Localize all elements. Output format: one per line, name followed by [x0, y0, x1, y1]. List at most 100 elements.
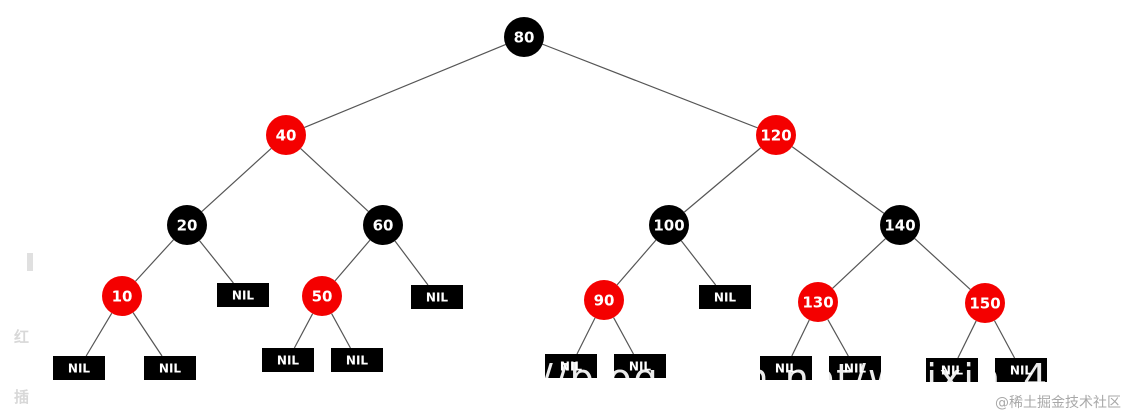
edge-n60-n50 — [334, 239, 371, 282]
nil-leaf-node: NIL — [614, 354, 666, 378]
tree-node-150: 150 — [965, 283, 1005, 323]
tree-node-80: 80 — [504, 17, 544, 57]
nil-box — [262, 348, 314, 372]
tree-node-90: 90 — [584, 280, 624, 320]
node-label: 120 — [760, 127, 791, 145]
nil-leaf-node: NIL — [331, 348, 383, 372]
black-node-circle — [363, 205, 403, 245]
nil-leaf-node: NIL — [829, 356, 881, 380]
edge-n100-n90 — [616, 239, 657, 286]
node-label: 140 — [884, 217, 915, 235]
edge-n90-nil8 — [576, 317, 596, 355]
node-label: 50 — [312, 288, 333, 306]
black-node-circle — [167, 205, 207, 245]
edge-n120-n100 — [683, 147, 762, 213]
edge-n130-nil10 — [791, 319, 810, 357]
nil-leaf-node: NIL — [144, 356, 196, 380]
node-label: NIL — [629, 360, 652, 374]
edge-n130-nil11 — [827, 319, 849, 357]
edge-n40-n60 — [300, 148, 369, 212]
tree-node-60: 60 — [363, 205, 403, 245]
edge-n80-n40 — [304, 44, 506, 128]
nil-leaf-node: NIL — [926, 358, 978, 382]
edge-n90-nil9 — [613, 317, 634, 355]
edge-n50-nil6 — [293, 313, 314, 349]
node-label: 150 — [969, 295, 1000, 313]
edge-n10-nil4 — [85, 312, 113, 357]
node-label: 60 — [373, 217, 394, 235]
node-label: NIL — [426, 291, 449, 305]
watermark-url: //blog.csdn.net/weixin_43501 — [540, 356, 1129, 400]
node-label: 130 — [802, 294, 833, 312]
nil-leaf-node: NIL — [995, 358, 1047, 382]
side-text-mark-2: 插 — [14, 388, 30, 406]
nil-box — [144, 356, 196, 380]
tree-node-130: 130 — [798, 282, 838, 322]
node-label: NIL — [1010, 364, 1033, 378]
node-label: 100 — [653, 217, 684, 235]
node-label: NIL — [159, 362, 182, 376]
tree-edges — [85, 43, 1016, 359]
nil-box — [411, 285, 463, 309]
nil-box — [331, 348, 383, 372]
edge-n10-nil5 — [132, 312, 163, 357]
edge-n140-n150 — [914, 238, 971, 290]
node-label: 40 — [276, 127, 297, 145]
side-text-mark-1: 红 — [14, 328, 30, 346]
red-node-circle — [756, 115, 796, 155]
node-label: NIL — [277, 354, 300, 368]
tree-node-40: 40 — [266, 115, 306, 155]
nil-leaf-node: NIL — [53, 356, 105, 380]
red-node-circle — [584, 280, 624, 320]
nil-box — [995, 358, 1047, 382]
red-node-circle — [302, 276, 342, 316]
tree-node-50: 50 — [302, 276, 342, 316]
node-label: NIL — [844, 362, 867, 376]
node-label: 20 — [177, 217, 198, 235]
edge-n100-nil3 — [680, 240, 717, 286]
nil-box — [829, 356, 881, 380]
nil-box — [545, 354, 597, 378]
node-label: NIL — [560, 360, 583, 374]
edge-n150-nil13 — [993, 320, 1016, 359]
red-node-circle — [798, 282, 838, 322]
side-bar-mark — [27, 253, 33, 271]
edge-n60-nil2 — [394, 240, 429, 286]
red-node-circle — [102, 276, 142, 316]
tree-node-20: 20 — [167, 205, 207, 245]
red-node-circle — [266, 115, 306, 155]
edge-n20-nil1 — [199, 240, 234, 284]
edge-n150-nil12 — [957, 320, 977, 359]
nil-box — [926, 358, 978, 382]
nil-box — [760, 356, 812, 380]
nil-box — [53, 356, 105, 380]
node-label: NIL — [68, 362, 91, 376]
edge-n140-n130 — [832, 238, 886, 289]
node-label: NIL — [714, 291, 737, 305]
node-label: 90 — [594, 292, 615, 310]
black-node-circle — [649, 205, 689, 245]
nil-box — [699, 285, 751, 309]
edge-n20-n10 — [135, 239, 174, 282]
node-label: 80 — [514, 29, 535, 47]
edge-n50-nil7 — [331, 313, 351, 349]
node-label: NIL — [775, 362, 798, 376]
tree-node-120: 120 — [756, 115, 796, 155]
nil-leaf-node: NIL — [217, 283, 269, 307]
tree-node-100: 100 — [649, 205, 689, 245]
black-node-circle — [880, 205, 920, 245]
node-label: NIL — [941, 364, 964, 378]
nil-leaf-node: NIL — [545, 354, 597, 378]
node-label: NIL — [232, 289, 255, 303]
node-label: 10 — [112, 288, 133, 306]
tree-node-140: 140 — [880, 205, 920, 245]
edge-n80-n120 — [542, 43, 758, 129]
edge-n120-n140 — [791, 146, 885, 214]
nil-leaf-node: NIL — [411, 285, 463, 309]
nil-box — [614, 354, 666, 378]
edge-n40-n20 — [201, 148, 272, 212]
nil-leaf-node: NIL — [699, 285, 751, 309]
nil-box — [217, 283, 269, 307]
